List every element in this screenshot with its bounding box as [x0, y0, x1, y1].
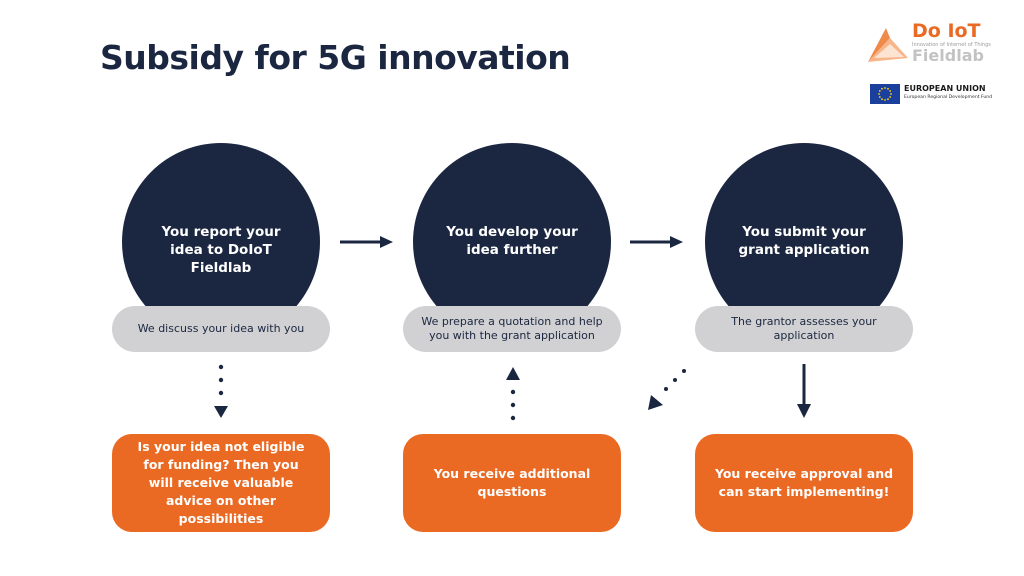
step-3-pill: The grantor assesses your application — [695, 306, 913, 352]
dotted-arrow-up-icon — [506, 367, 520, 421]
eu-subtitle: European Regional Development Fund — [904, 95, 993, 100]
step-1-circle-text: You report your idea to DoIoT Fieldlab — [161, 224, 281, 276]
logo-name-line1: Do IoT — [912, 20, 981, 42]
eu-flag-icon — [870, 84, 900, 104]
step-1-outcome-box: Is your idea not eligible for funding? T… — [112, 434, 330, 532]
dotted-arrow-down-icon — [214, 364, 228, 418]
logo-name-line2: Fieldlab — [912, 46, 984, 65]
arrow-right-icon-1 — [340, 236, 393, 248]
logo-tagline: Innovation of Internet of Things — [912, 42, 991, 48]
step-2-circle-text: You develop your idea further — [446, 224, 578, 258]
arrow-down-icon — [797, 364, 811, 418]
page-title: Subsidy for 5G innovation — [100, 38, 571, 77]
step-2-outcome-box: You receive additional questions — [403, 434, 621, 532]
eu-title: EUROPEAN UNION — [904, 84, 986, 93]
doiot-logo-mark-icon — [868, 28, 908, 62]
doiot-fieldlab-logo: Do IoT Innovation of Internet of Things … — [866, 20, 991, 68]
step-3-circle-text: You submit your grant application — [738, 224, 870, 258]
step-3-outcome-box: You receive approval and can start imple… — [695, 434, 913, 532]
eu-funding-logo: EUROPEAN UNION European Regional Develop… — [870, 84, 1000, 106]
dotted-arrow-diagonal-icon — [648, 369, 686, 410]
step-1-pill: We discuss your idea with you — [112, 306, 330, 352]
arrow-right-icon-2 — [630, 236, 683, 248]
step-2-pill: We prepare a quotation and help you with… — [403, 306, 621, 352]
